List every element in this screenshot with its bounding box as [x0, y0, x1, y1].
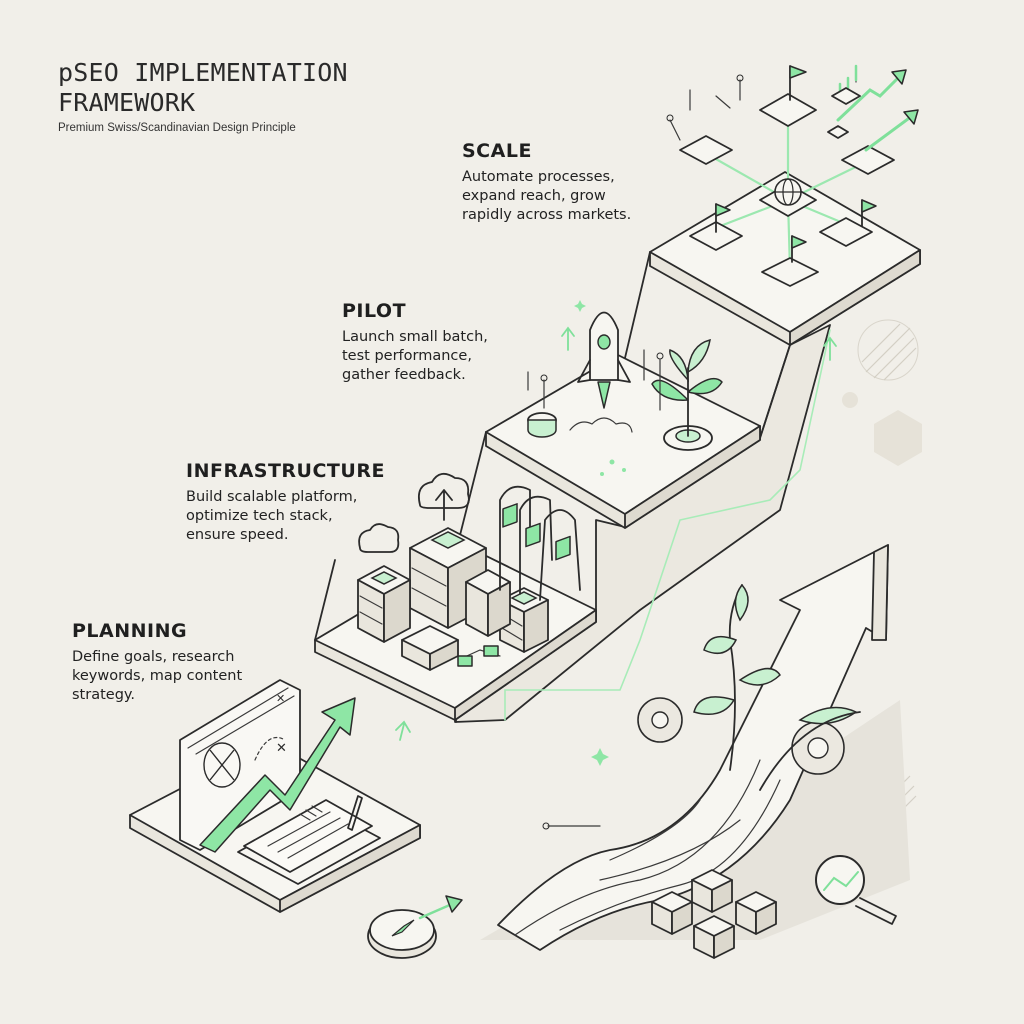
gear-icon-right: [791, 721, 845, 775]
compass-icon-bottom: [367, 895, 463, 959]
svg-text:✕: ✕: [276, 692, 285, 705]
hexagon-decoration: [874, 410, 922, 466]
stage-planning: PLANNING Define goals, research keywords…: [72, 620, 277, 705]
vine-leaves: [693, 583, 861, 791]
svg-text:✕: ✕: [276, 741, 287, 756]
stage-infrastructure: INFRASTRUCTURE Build scalable platform, …: [186, 460, 386, 545]
globe-icon: [759, 178, 817, 217]
pilot-platform: [485, 311, 761, 529]
planning-platform: ✕ ✕: [129, 679, 421, 913]
stage-scale-label: SCALE: [462, 140, 532, 162]
stage-planning-label: PLANNING: [72, 620, 188, 642]
notebook-icon: [237, 795, 381, 885]
server-icon-right: [499, 587, 549, 653]
scale-platform: [649, 64, 921, 346]
dot-decoration: [842, 392, 858, 408]
stage-pilot-label: PILOT: [342, 300, 407, 322]
sparkle-decoration: [574, 300, 626, 766]
sprout-icon: [651, 338, 723, 451]
router-icon: [401, 625, 459, 671]
page-subtitle: Premium Swiss/Scandinavian Design Princi…: [58, 122, 296, 134]
gear-icon: [637, 697, 683, 743]
page-title: pSEO IMPLEMENTATION FRAMEWORK: [58, 58, 348, 117]
server-icon-mid: [465, 569, 511, 637]
magnifier-icon: [815, 855, 897, 925]
stage-infrastructure-label: INFRASTRUCTURE: [186, 460, 385, 482]
cubes-icon: [651, 869, 777, 959]
stage-scale: SCALE Automate processes, expand reach, …: [462, 140, 652, 225]
server-icon-left: [357, 565, 411, 643]
stage-pilot: PILOT Launch small batch, test performan…: [342, 300, 492, 385]
flag-icon: [715, 65, 877, 263]
hatch-circle-right: [857, 319, 919, 381]
infrastructure-platform: [314, 472, 597, 721]
cloud-icon-small: [358, 523, 400, 553]
rocket-icon: [577, 311, 631, 409]
compass-icon: [203, 742, 241, 788]
coin-stack-icon: [527, 412, 557, 438]
chart-icon: [199, 697, 356, 853]
cloud-icon: [417, 472, 470, 521]
stage-planning-description: Define goals, research keywords, map con…: [72, 649, 243, 703]
stage-scale-description: Automate processes, expand reach, grow r…: [462, 169, 632, 223]
growth-arrow-icon-small: [836, 69, 919, 152]
stage-pilot-description: Launch small batch, test performance, ga…: [342, 329, 488, 383]
stage-infrastructure-description: Build scalable platform, optimize tech s…: [186, 489, 358, 543]
